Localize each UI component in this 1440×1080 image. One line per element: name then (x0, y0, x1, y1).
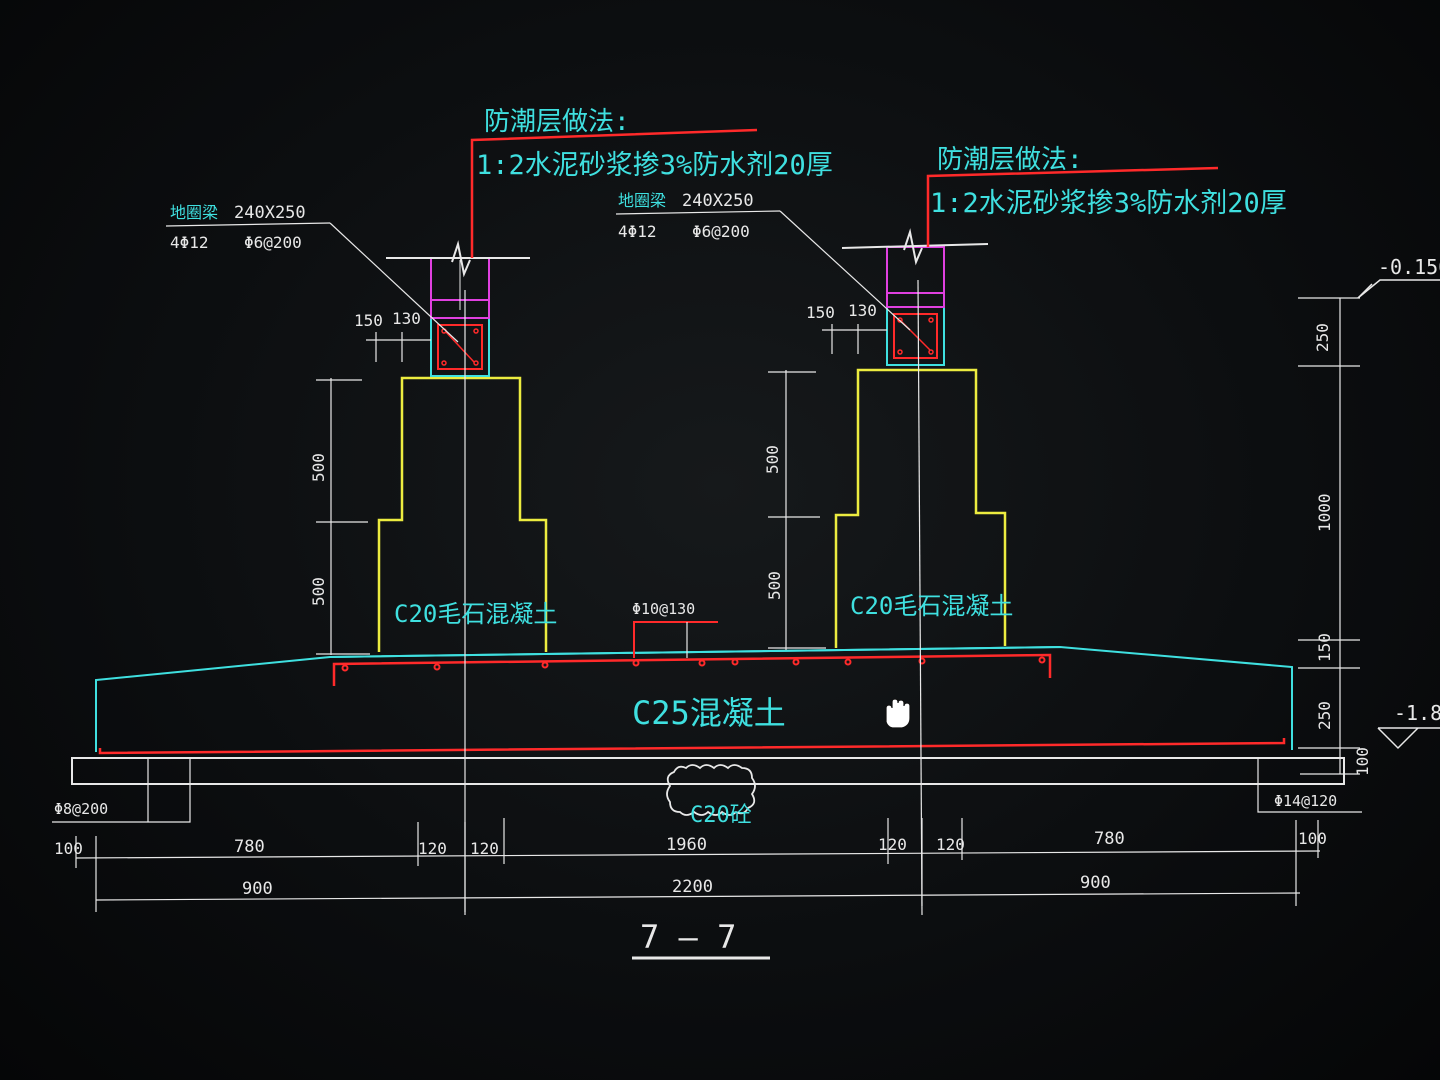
section-title: 7 — 7 (640, 918, 736, 956)
right-beam-name: 地圈梁 (618, 191, 666, 210)
right-beam-stirrups: Φ6@200 (692, 222, 750, 241)
right-rebar-leader (1257, 758, 1362, 813)
left-beam-stirrups: Φ6@200 (244, 233, 302, 252)
right-membrane-title: 防潮层做法: (937, 145, 1083, 175)
left-dim-130: 130 (392, 309, 421, 328)
elevation-top: -0.150 (1378, 255, 1440, 279)
right-break-symbol (903, 228, 923, 266)
vdim-100: 100 (1353, 747, 1372, 776)
left-stirrup-hook (445, 331, 475, 363)
bottom-dim-line-2 (95, 892, 1301, 901)
left-beam-size: 240X250 (234, 203, 306, 223)
dim-row1-120-a: 120 (418, 839, 447, 858)
elevation-bottom: -1.80 (1394, 701, 1440, 725)
vdim-150: 150 (1315, 633, 1334, 662)
left-membrane-title: 防潮层做法: (484, 107, 630, 137)
right-beam-bars: 4Φ12 (618, 222, 657, 241)
base-slab-label: C25混凝土 (632, 694, 786, 732)
distribution-bars (341, 656, 1046, 672)
dim-row2-2200: 2200 (672, 877, 713, 897)
left-membrane-leader (470, 128, 758, 258)
dim-row1-120-d: 120 (936, 835, 965, 854)
right-rubble-pier (834, 368, 1007, 648)
right-dim-130: 130 (848, 301, 877, 320)
left-membrane-spec: 1:2水泥砂浆掺3%防水剂20厚 (476, 150, 833, 181)
dim-row1-780-right: 780 (1094, 829, 1125, 849)
left-dim-150: 150 (354, 311, 383, 330)
bottom-dim-ticks (75, 818, 1319, 912)
dim-row1-100-left: 100 (54, 839, 83, 858)
cushion-label-cloud (666, 764, 756, 816)
left-beam-name: 地圈梁 (170, 203, 218, 222)
right-beam-callout-line (615, 210, 781, 215)
elev-symbol-top (1357, 279, 1440, 299)
vdim-250-top: 250 (1313, 323, 1332, 352)
top-rebar-callout (633, 621, 718, 658)
right-beam-size: 240X250 (682, 191, 754, 211)
left-rebar-label: Φ8@200 (54, 800, 108, 818)
dim-row2-900-left: 900 (242, 879, 273, 899)
vdim-250-bottom: 250 (1315, 701, 1334, 730)
cushion-layer (71, 757, 1345, 785)
left-dim-lower: 500 (309, 577, 328, 606)
right-axis-line (917, 279, 923, 916)
bottom-dim-line-1 (75, 850, 1321, 859)
left-dim-upper: 500 (309, 453, 328, 482)
top-rebar-label: Φ10@130 (632, 600, 695, 618)
slab-top-line (329, 646, 1061, 658)
right-rebar-label: Φ14@120 (1274, 792, 1337, 810)
left-rubble-label: C20毛石混凝土 (394, 600, 557, 628)
right-dim-lower: 500 (765, 571, 784, 600)
left-rubble-pier (377, 376, 548, 652)
left-beam-leader (329, 222, 459, 343)
vdim-1000: 1000 (1315, 493, 1334, 532)
dim-row1-120-b: 120 (470, 839, 499, 858)
right-membrane-leader (926, 166, 1219, 247)
right-membrane-spec: 1:2水泥砂浆掺3%防水剂20厚 (930, 188, 1287, 219)
dim-row1-120-c: 120 (878, 835, 907, 854)
dim-row1-100-right: 100 (1298, 829, 1327, 848)
left-beam-bars (441, 328, 479, 366)
slab-bottom-rebar (98, 738, 1286, 755)
left-ring-beam-stirrup (437, 324, 483, 370)
right-dim-150: 150 (806, 303, 835, 322)
dim-row1-780-left: 780 (234, 837, 265, 857)
right-break-line (841, 243, 989, 249)
dim-row1-1960: 1960 (666, 835, 707, 855)
right-beam-bars (897, 317, 934, 355)
cushion-label: C20砼 (690, 803, 752, 828)
slab-top-rebar (332, 653, 1052, 686)
hand-cursor-icon (885, 698, 911, 729)
right-rubble-label: C20毛石混凝土 (850, 592, 1013, 620)
right-beam-leader (779, 210, 911, 331)
right-dim-upper: 500 (763, 445, 782, 474)
right-ring-beam-stirrup (893, 313, 938, 359)
dim-row2-900-right: 900 (1080, 873, 1111, 893)
left-break-symbol (451, 240, 471, 278)
left-beam-bars: 4Φ12 (170, 233, 209, 252)
left-beam-callout-line (165, 222, 331, 227)
right-wall-above (886, 246, 945, 308)
left-rebar-leader (52, 758, 191, 823)
